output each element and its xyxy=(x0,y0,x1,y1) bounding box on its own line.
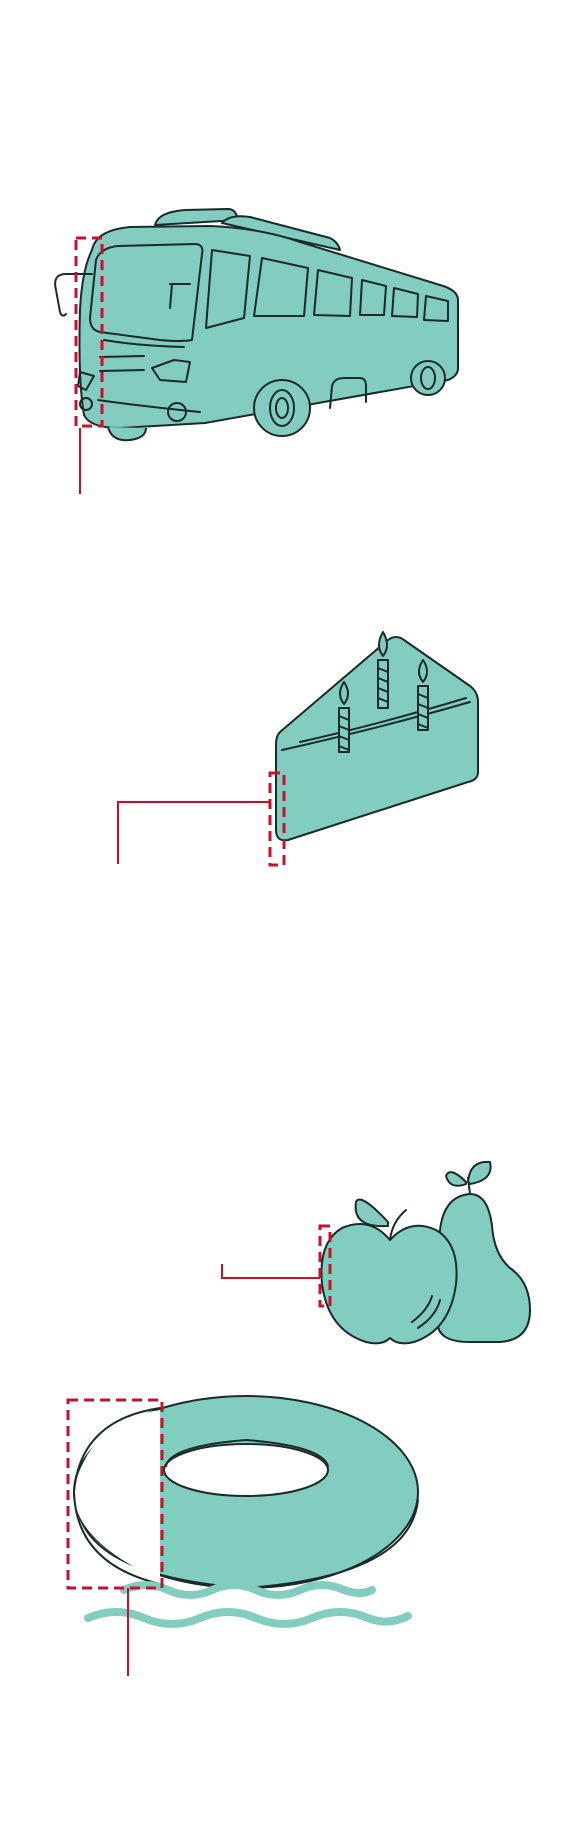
cake-frosting-line xyxy=(281,701,471,751)
apple-pear-icon xyxy=(320,1160,531,1345)
ring-unfilled-left xyxy=(73,1410,160,1580)
ring-hole-shadow xyxy=(165,1439,329,1467)
bus-headlight xyxy=(151,359,191,383)
candle-2-flame xyxy=(378,631,388,657)
cake-frosting-line-2 xyxy=(299,697,467,743)
bus-bumper-line xyxy=(97,399,201,413)
bus-side-mirror xyxy=(54,273,93,317)
bus-corner-light xyxy=(77,371,95,391)
apple-stem xyxy=(389,1209,407,1241)
bus-grille xyxy=(99,355,145,372)
bus-window-4 xyxy=(359,279,387,316)
water-wave-1 xyxy=(120,1581,376,1599)
bus-rear-hub xyxy=(420,366,436,390)
bus-rear-wheel xyxy=(410,360,446,396)
ring-highlight-box xyxy=(66,1398,164,1590)
bus-window-5 xyxy=(391,287,419,318)
apple-body xyxy=(320,1223,458,1345)
fruit-leader-line xyxy=(221,1264,320,1279)
bus-windshield xyxy=(89,243,204,342)
swim-ring-icon xyxy=(73,1395,419,1628)
bus-window-3 xyxy=(313,269,353,317)
candle-3 xyxy=(417,659,429,731)
bus-body xyxy=(78,225,459,429)
bus-window-2 xyxy=(253,257,309,317)
ring-hole xyxy=(163,1443,329,1497)
cake-leader-line xyxy=(117,801,270,864)
candle-2 xyxy=(377,631,389,709)
cake-slice-icon xyxy=(275,631,479,842)
candle-1-flame xyxy=(339,681,349,705)
bus-fog-light xyxy=(167,402,187,422)
bus-front-hub-inner xyxy=(275,397,289,419)
bus-mirror-mount xyxy=(169,283,191,309)
bus-indicator xyxy=(79,397,93,411)
bus-front-hub xyxy=(269,389,295,427)
water-wave-2 xyxy=(84,1608,412,1628)
ring-left-outline xyxy=(73,1407,161,1585)
apple-leaf xyxy=(354,1198,389,1228)
bus-door-panel xyxy=(329,377,367,409)
bus-window-6 xyxy=(423,295,449,322)
bus-front-mudflap xyxy=(107,426,147,442)
swim-ring-illustration xyxy=(66,1395,419,1676)
bus-front-wheel xyxy=(253,379,311,437)
bus-illustration xyxy=(54,208,459,494)
candle-3-flame xyxy=(418,659,428,683)
candle-1 xyxy=(338,681,350,753)
pear-leaf-left xyxy=(445,1171,467,1187)
bus-front-crease xyxy=(103,339,185,348)
cake-illustration xyxy=(117,631,479,867)
bus-highlight-box xyxy=(74,236,104,428)
apple-shine xyxy=(411,1295,441,1329)
fruit-illustration xyxy=(221,1160,531,1345)
cake-highlight-box xyxy=(268,771,286,867)
bus-window-1 xyxy=(205,249,251,329)
bus-roof-hatch xyxy=(221,215,341,251)
pear-leaf-right xyxy=(467,1160,492,1185)
bus-icon xyxy=(54,208,459,442)
fruit-highlight-box xyxy=(318,1224,332,1308)
